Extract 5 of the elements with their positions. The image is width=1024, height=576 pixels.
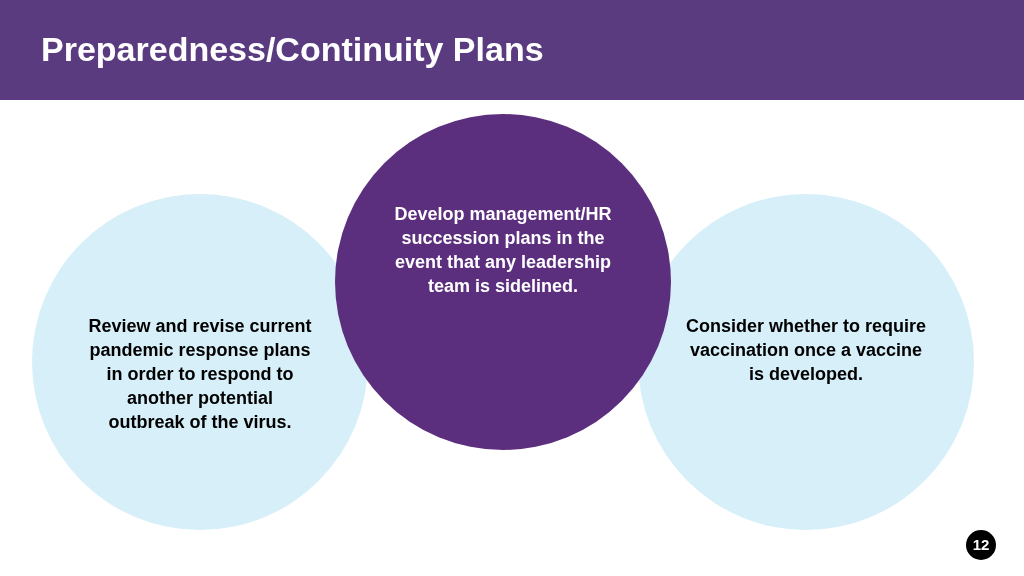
page-number: 12 — [966, 530, 996, 560]
slide-title: Preparedness/Continuity Plans — [41, 29, 544, 70]
bubble-text: Consider whether to require vaccination once a vaccine is developed. — [684, 315, 927, 386]
bubble-text: Review and revise current pandemic response plans in order to respond to another potential outbreak of the virus. — [87, 315, 313, 434]
bubble-text: Develop management/HR succession plans in the event that any leadership team is sidelined. — [393, 203, 613, 298]
